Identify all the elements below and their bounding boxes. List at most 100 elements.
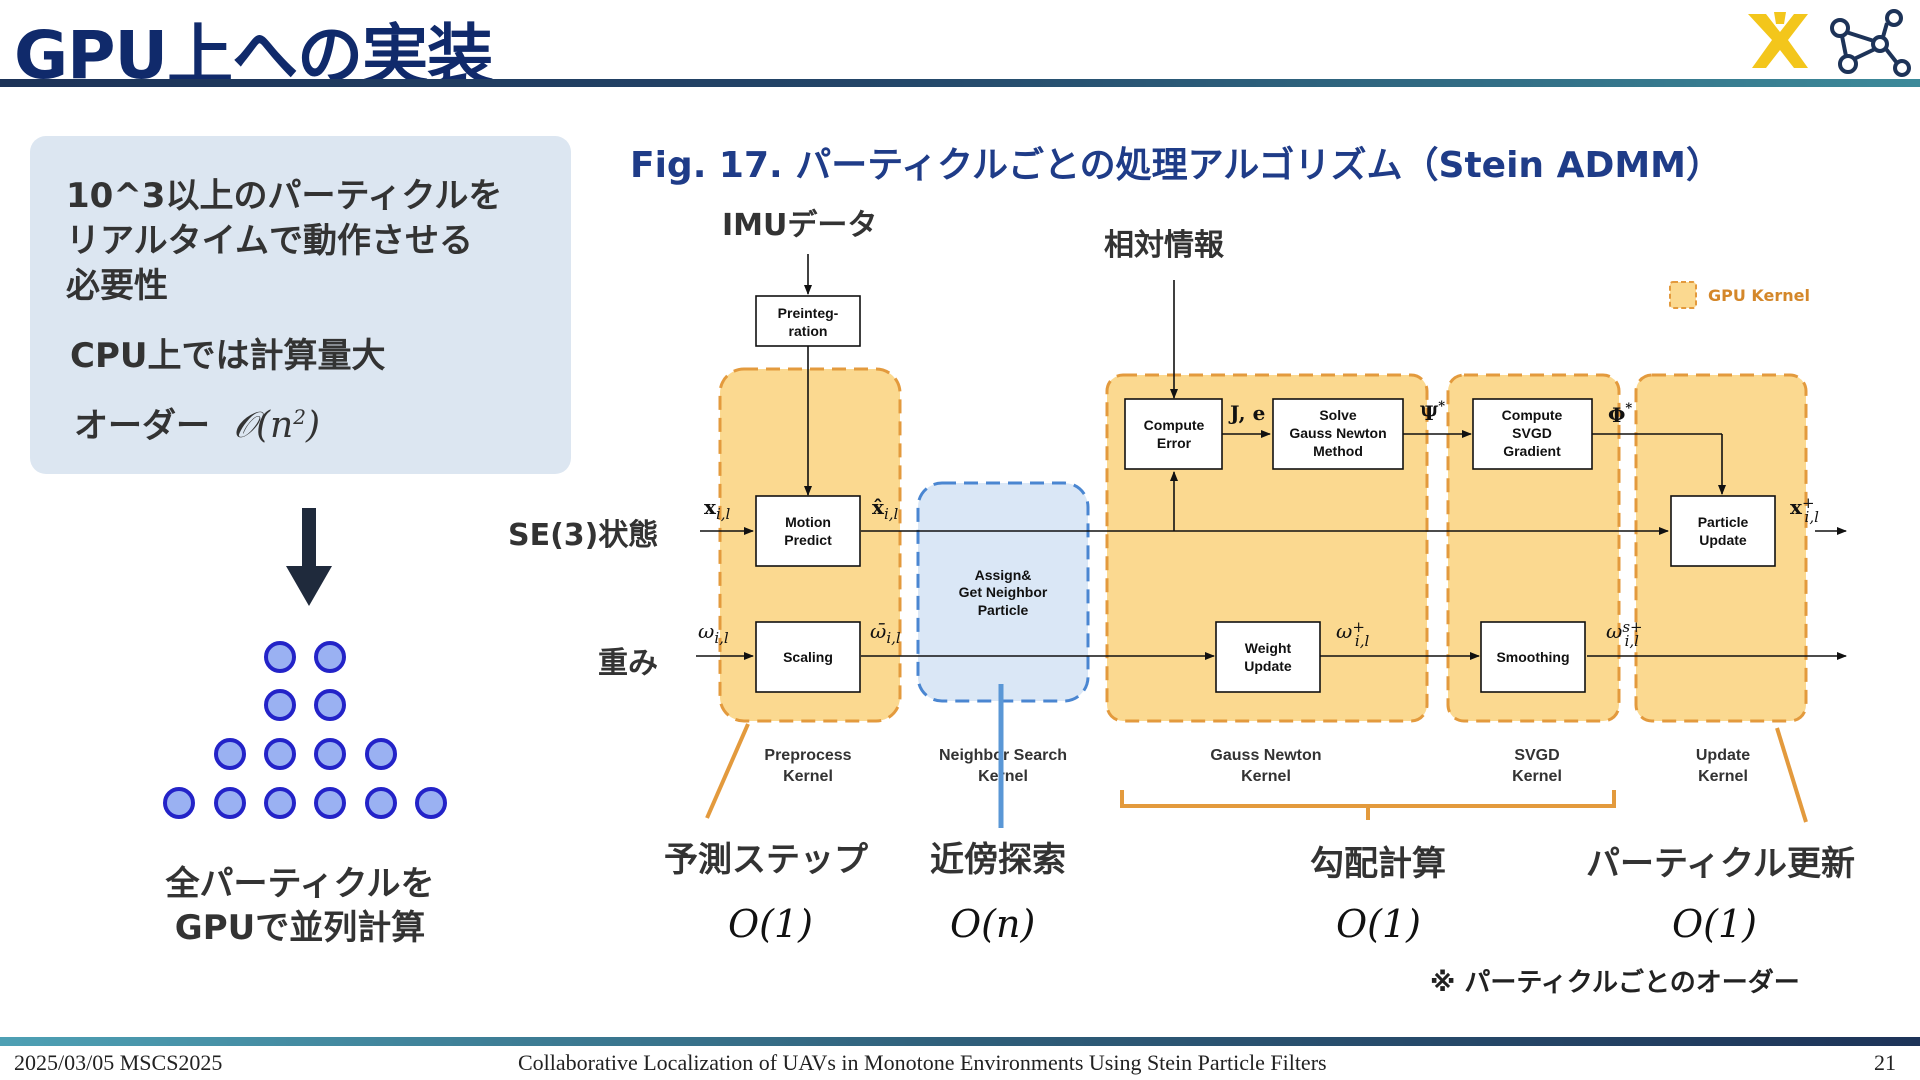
complexity-gradient: O(1) <box>1336 902 1421 946</box>
particle-dot <box>264 738 296 770</box>
compute-error-line-2: Error <box>1157 435 1192 451</box>
legend-swatch <box>1669 281 1697 309</box>
particle-pyramid <box>150 630 470 834</box>
motivation-line-1: 10^3以上のパーティクルを <box>66 176 503 216</box>
order-text: オーダー 𝒪(n2) <box>74 398 320 447</box>
motivation-line-3: 必要性 <box>66 266 168 306</box>
imu-label: IMUデータ <box>722 208 878 243</box>
particle-dot <box>264 787 296 819</box>
svgd-line-1: Compute <box>1502 407 1563 423</box>
update-kernel-line-2: Kernel <box>1698 768 1748 785</box>
figure-title: Fig. 17. パーティクルごとの処理アルゴリズム（Stein ADMM） <box>630 145 1722 186</box>
motivation-text: 10^3以上のパーティクルを リアルタイムで動作させる 必要性 <box>66 174 502 309</box>
step-neighbor-label: 近傍探索 <box>930 840 1066 880</box>
complexity-gradient-value: O(1) <box>1336 902 1421 946</box>
predict-callout-line <box>705 723 750 819</box>
particle-dot <box>264 689 296 721</box>
particle-dot <box>415 787 447 819</box>
step-update-label: パーティクル更新 <box>1586 844 1855 884</box>
weight-update-box <box>1215 621 1321 693</box>
smoothing-line-1: Smoothing <box>1496 649 1569 665</box>
complexity-update-value: O(1) <box>1672 902 1757 946</box>
solve-gauss-newton-box <box>1272 398 1404 470</box>
particle-dot <box>163 787 195 819</box>
svgd-kernel-line-1: SVGD <box>1514 747 1559 764</box>
je-symbol: J, e <box>1228 401 1265 425</box>
lab-logo-icon <box>1744 6 1916 82</box>
order-note: ※ パーティクルごとのオーダー <box>1430 968 1800 998</box>
gn-kernel-line-1: Gauss Newton <box>1210 747 1321 764</box>
order-label: オーダー <box>74 406 210 446</box>
step-gradient-label: 勾配計算 <box>1310 844 1446 884</box>
update-kernel-line-1: Update <box>1696 747 1750 764</box>
footer-divider <box>0 1037 1920 1046</box>
x-logo-icon <box>1748 12 1808 68</box>
particle-dot <box>314 738 346 770</box>
compute-error-box <box>1124 398 1223 470</box>
complexity-predict-value: O(1) <box>728 902 813 946</box>
motivation-panel: 10^3以上のパーティクルを リアルタイムで動作させる 必要性 CPU上では計算… <box>30 136 571 474</box>
parallel-caption-line-2: GPUで並列計算 <box>174 908 426 948</box>
preintegration-line-1: Preinteg- <box>778 305 839 321</box>
particle-dot <box>314 641 346 673</box>
particle-update-line-1: Particle <box>1698 514 1749 530</box>
step-predict-label: 予測ステップ <box>664 840 868 880</box>
particle-dot <box>365 738 397 770</box>
motion-predict-line-1: Motion <box>785 514 831 530</box>
network-logo-icon <box>1830 9 1911 77</box>
particle-update-box <box>1670 495 1776 567</box>
svgd-line-2: SVGD <box>1512 425 1552 441</box>
update-callout-line <box>1775 727 1808 823</box>
particle-dot <box>365 787 397 819</box>
title-divider <box>0 79 1920 87</box>
cpu-cost-text: CPU上では計算量大 <box>70 336 386 376</box>
parallel-caption: 全パーティクルを GPUで並列計算 <box>100 862 500 950</box>
solve-gn-line-2: Gauss Newton <box>1289 425 1386 441</box>
gradient-brace <box>1120 790 1616 820</box>
svgd-line-3: Gradient <box>1503 443 1561 459</box>
weight-label: 重み <box>598 646 658 681</box>
particle-dot <box>314 787 346 819</box>
footer-title: Collaborative Localization of UAVs in Mo… <box>518 1050 1327 1075</box>
page-number: 21 <box>1874 1050 1896 1075</box>
particle-dot <box>314 689 346 721</box>
motion-predict-line-2: Predict <box>784 532 832 548</box>
complexity-neighbor: O(n) <box>950 902 1035 946</box>
particle-dot <box>264 641 296 673</box>
footer-date: 2025/03/05 MSCS2025 <box>14 1050 223 1075</box>
motivation-line-2: リアルタイムで動作させる <box>66 221 473 261</box>
motion-predict-box <box>755 495 861 567</box>
svgd-kernel-line-2: Kernel <box>1512 768 1562 785</box>
preintegration-line-2: ration <box>789 323 828 339</box>
compute-svgd-box <box>1472 398 1593 470</box>
preprocess-kernel-line-2: Kernel <box>783 768 833 785</box>
relative-info-label: 相対情報 <box>1104 228 1224 263</box>
particle-update-line-2: Update <box>1699 532 1747 548</box>
complexity-predict: O(1) <box>728 902 813 946</box>
psi-symbol: Ψ* <box>1420 399 1445 425</box>
compute-error-line-1: Compute <box>1144 417 1205 433</box>
assign-line-3: Particle <box>978 602 1029 618</box>
solve-gn-line-1: Solve <box>1319 407 1357 423</box>
legend-label: GPU Kernel <box>1708 286 1811 305</box>
complexity-neighbor-value: O(n) <box>950 902 1036 946</box>
particle-dot <box>214 738 246 770</box>
weight-update-line-1: Weight <box>1245 640 1292 656</box>
phi-symbol: Φ* <box>1608 401 1632 427</box>
order-formula: 𝒪(n2) <box>221 405 320 446</box>
gn-kernel-line-2: Kernel <box>1241 768 1291 785</box>
scaling-line-1: Scaling <box>783 649 833 665</box>
parallel-caption-line-1: 全パーティクルを <box>165 864 435 904</box>
assign-line-2: Get Neighbor <box>959 584 1048 600</box>
weight-update-line-2: Update <box>1244 658 1292 674</box>
complexity-update: O(1) <box>1672 902 1757 946</box>
se3-state-label: SE(3)状態 <box>508 518 659 553</box>
assign-line-1: Assign& <box>975 567 1032 583</box>
particle-dot <box>214 787 246 819</box>
preprocess-kernel-line-1: Preprocess <box>764 747 851 764</box>
down-arrow-icon <box>284 508 334 612</box>
scaling-box <box>755 621 861 693</box>
x-output-symbol: x+i,l <box>1790 494 1819 526</box>
preintegration-box <box>755 295 861 347</box>
